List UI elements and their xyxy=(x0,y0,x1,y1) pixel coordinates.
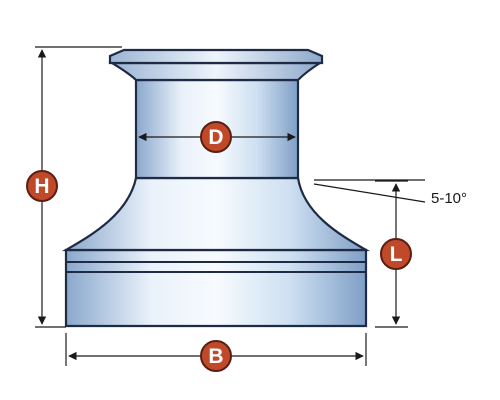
d-badge-text: D xyxy=(208,126,223,149)
d-badge: D xyxy=(200,121,232,153)
h-badge-text: H xyxy=(34,175,49,198)
angle-label: 5-10° xyxy=(431,190,467,207)
l-badge-text: L xyxy=(390,243,403,266)
b-badge: B xyxy=(200,340,232,372)
winch-flare xyxy=(61,176,371,252)
l-badge: L xyxy=(380,238,412,270)
b-badge-text: B xyxy=(208,345,223,368)
h-badge: H xyxy=(26,170,58,202)
angle-sloped-line xyxy=(313,183,426,203)
winch-top-cap xyxy=(108,48,324,65)
winch-top-flange xyxy=(108,61,324,82)
